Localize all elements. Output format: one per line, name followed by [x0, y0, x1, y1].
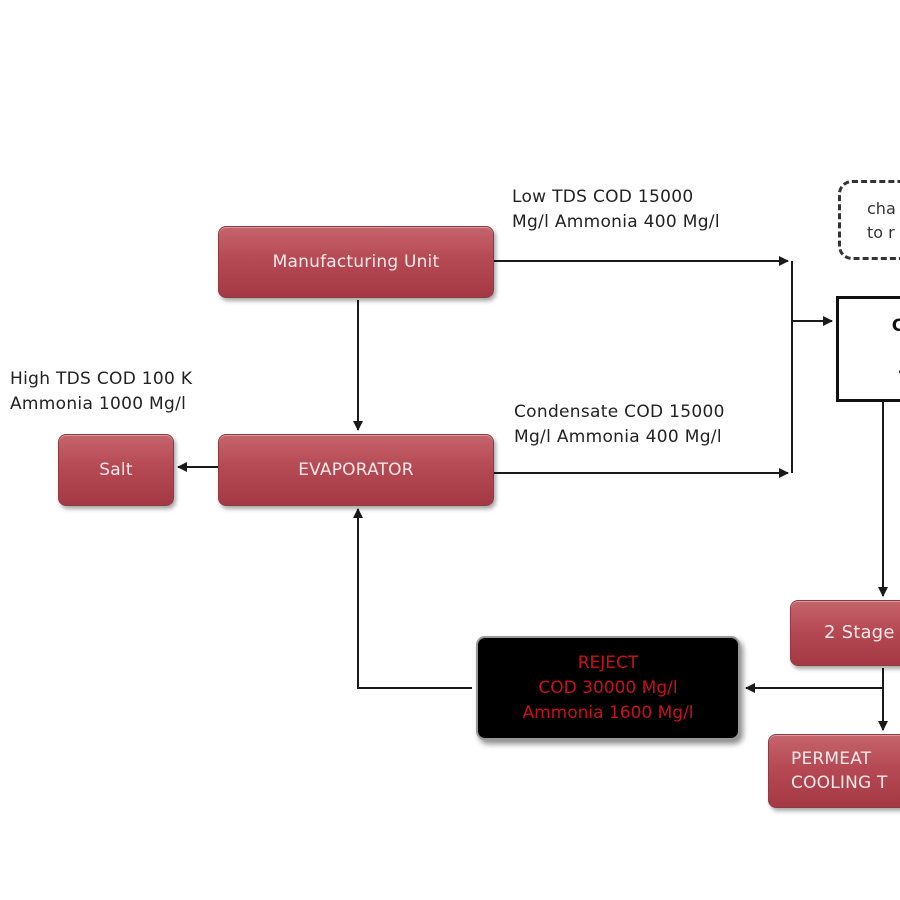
two-stage-node: 2 Stage: [790, 600, 900, 666]
callout-label: cha to r: [867, 199, 896, 242]
low-tds-annotation: Low TDS COD 15000 Mg/l Ammonia 400 Mg/l: [512, 187, 720, 232]
reject-node: REJECT COD 30000 Mg/l Ammonia 1600 Mg/l: [476, 636, 740, 740]
combined-tank-node: Cor B Tr: [836, 296, 900, 402]
evaporator-node: EVAPORATOR: [218, 434, 494, 506]
permeate-node: PERMEAT COOLING T: [768, 734, 900, 808]
evaporator-label: EVAPORATOR: [298, 460, 414, 480]
permeate-label: PERMEAT COOLING T: [791, 749, 888, 793]
high-tds-annotation: High TDS COD 100 K Ammonia 1000 Mg/l: [10, 369, 193, 414]
manufacturing-unit-label: Manufacturing Unit: [272, 252, 440, 272]
salt-node: Salt: [58, 434, 174, 506]
condensate-annotation: Condensate COD 15000 Mg/l Ammonia 400 Mg…: [514, 402, 725, 447]
reject-label: REJECT COD 30000 Mg/l Ammonia 1600 Mg/l: [522, 652, 694, 723]
combined-tank-label: Cor B Tr: [863, 313, 900, 391]
callout-note: cha to r: [838, 180, 900, 260]
two-stage-label: 2 Stage: [824, 622, 895, 643]
salt-label: Salt: [99, 460, 133, 480]
arrow-reject-to-evaporator: [353, 508, 472, 689]
manufacturing-unit-node: Manufacturing Unit: [218, 226, 494, 298]
